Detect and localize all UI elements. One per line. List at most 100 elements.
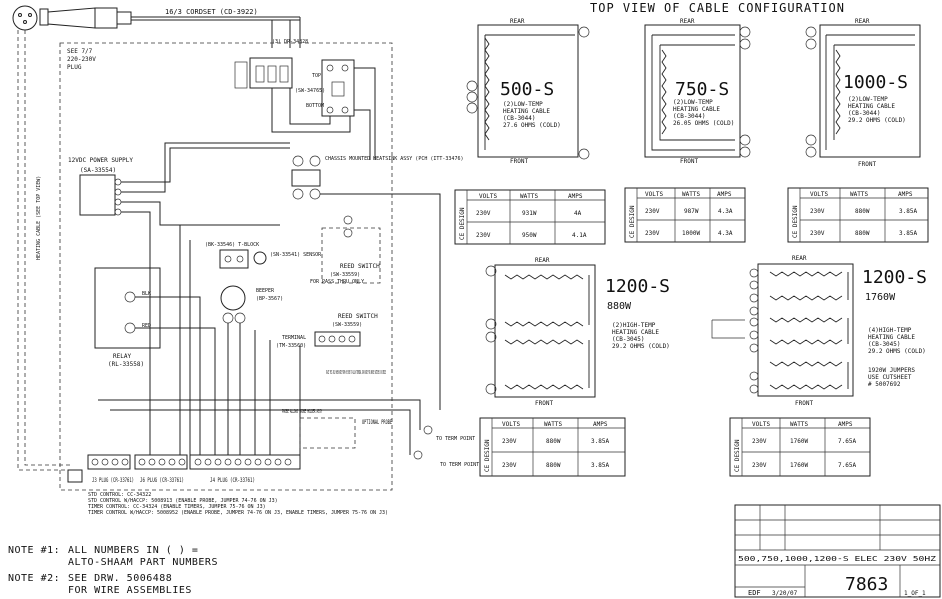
power-supply-part: (SA-33554) (80, 167, 116, 174)
t1200a-r1c1: 880W (546, 462, 561, 469)
switch-top-label: TOP (312, 73, 321, 79)
t1200b-r0c1: 1760W (790, 438, 808, 445)
t1200a-side: CE DESIGN (484, 439, 491, 472)
t750-h1: WATTS (682, 191, 700, 198)
beeper-part: (BP-3567) (256, 296, 283, 302)
m1200b-front: FRONT (795, 400, 813, 407)
reed-pass-part: (SW-33559) (330, 272, 360, 278)
table-1200s-1760w: CE DESIGN VOLTS WATTS AMPS 230V 1760W 7.… (729, 417, 871, 477)
t-block-label: (BK-33546) T-BLOCK (205, 242, 259, 248)
reed-switch-pass: REED SWITCH (SW-33559) FOR PASS THRU ONL… (310, 215, 381, 285)
m750-d4: 26.05 OHMS (COLD) (673, 120, 734, 127)
m1200b-d2: HEATING CABLE (868, 334, 915, 341)
m1200b-d3: (CB-3045) (868, 341, 901, 348)
m750-d3: (CB-3044) (673, 113, 706, 120)
terminal-block: TERMINAL (TM-33560) PLACE THIS ONLY WHEN… (276, 331, 386, 376)
chassis-heatsink: CHASSIS MOUNTED HEATSINK ASSY (PCH (ITT-… (291, 155, 463, 200)
m1200b-name: 1200-S (862, 267, 927, 288)
t500-r0c1: 931W (522, 210, 537, 217)
power-plug (12, 5, 132, 31)
t1200a-h2: AMPS (593, 421, 608, 428)
t750-r0c1: 987W (684, 208, 699, 215)
t500-h2: AMPS (568, 193, 583, 200)
m1200a-d4: 29.2 OHMS (COLD) (612, 343, 670, 350)
t1000-r1c2: 3.85A (899, 230, 917, 237)
m500-name: 500-S (500, 79, 554, 100)
m1200a-name: 1200-S (605, 276, 670, 297)
m1200b-d1: (4)HIGH-TEMP (868, 327, 912, 334)
power-supply: 12VDC POWER SUPPLY (SA-33554) (68, 157, 133, 216)
plug-label: PLUG (67, 64, 82, 71)
t500-side: CE DESIGN (459, 207, 466, 240)
m500-front: FRONT (510, 158, 528, 165)
cordset-label: 16/3 CORDSET (CD-3922) (165, 8, 258, 16)
t1000-h2: AMPS (898, 191, 913, 198)
relay-blk-label: BLK (142, 291, 151, 297)
m500-rear: REAR (510, 18, 525, 25)
note2-line2: FOR WIRE ASSEMBLIES (68, 585, 192, 596)
m750-d2: HEATING CABLE (673, 106, 720, 113)
std-haccp-note: STD CONTROL W/HACCP: 5008913 (ENABLE PRO… (88, 498, 278, 504)
t1200a-r1c0: 230V (502, 462, 517, 469)
t1200a-r1c2: 3.85A (591, 462, 609, 469)
std-control-note: STD CONTROL: CC-34322 (88, 492, 151, 498)
sensor: (SN-33541) SENSOR (253, 251, 322, 265)
t750-r0c2: 4.3A (718, 208, 733, 215)
t1000-r0c2: 3.85A (899, 208, 917, 215)
t1000-r0c1: 880W (855, 208, 870, 215)
m750-d1: (2)LOW-TEMP (673, 99, 713, 106)
probe-note: PROBE ALLOWS PROBE HOLDER ASSY (282, 409, 322, 415)
t750-h2: AMPS (717, 191, 732, 198)
see-note-label: SEE 7/7 (67, 48, 93, 55)
wire-note: PLACE THIS ONLY WHEN WIRE FROM #3 EVEN T… (326, 370, 386, 376)
connector-block (234, 57, 293, 89)
relay-label: RELAY (113, 353, 131, 360)
t1200b-h2: AMPS (838, 421, 853, 428)
t1000-h0: VOLTS (810, 191, 828, 198)
relay-red-label: RED (142, 323, 151, 329)
switch-part-label: (SW-34765) (295, 88, 325, 94)
terminal-label: TERMINAL (282, 335, 306, 341)
note2-line1: SEE DRW. 5006488 (68, 573, 172, 584)
chassis-label: CHASSIS MOUNTED HEATSINK ASSY (PCH (ITT-… (325, 156, 463, 162)
side-cable-label: HEATING CABLE (SEE TOP VIEW) (36, 176, 42, 260)
t750-h0: VOLTS (645, 191, 663, 198)
j6-label: J6 PLUG (CR-33761) (140, 477, 184, 484)
title-block-sheet: 1_OF_1 (904, 590, 926, 597)
diagram-title: TOP VIEW OF CABLE CONFIGURATION (590, 1, 845, 15)
beeper-label: BEEPER (256, 288, 275, 294)
j4-label: J4 PLUG (CR-33761) (210, 477, 255, 484)
title-block-number: 7863 (845, 574, 888, 595)
table-500s: CE DESIGN VOLTS WATTS AMPS 230V 931W 4A … (454, 189, 606, 245)
t750-side: CE DESIGN (629, 205, 636, 238)
m1200b-j2: USE CUTSHEET (868, 374, 912, 381)
m1200a-d3: (CB-3045) (612, 336, 645, 343)
t1000-r1c0: 230V (810, 230, 825, 237)
t-block: (BK-33546) T-BLOCK (205, 242, 259, 269)
t500-h0: VOLTS (479, 193, 497, 200)
m500-d3: (CB-3044) (503, 115, 536, 122)
sensor-label: (SN-33541) SENSOR (270, 252, 322, 258)
relay-part: (RL-33558) (108, 361, 144, 368)
to-term-point-1: TO TERM POINT (436, 436, 475, 442)
t500-r1c2: 4.1A (572, 232, 587, 239)
m500-d2: HEATING CABLE (503, 108, 550, 115)
t1000-r0c0: 230V (810, 208, 825, 215)
t1200b-h0: VOLTS (752, 421, 770, 428)
reed-pass-label: REED SWITCH (340, 263, 380, 270)
table-1200s-880w: CE DESIGN VOLTS WATTS AMPS 230V 880W 3.8… (479, 417, 626, 477)
t1200a-r0c0: 230V (502, 438, 517, 445)
m1000-d3: (CB-3044) (848, 110, 881, 117)
connector-j6: J6 PLUG (CR-33761) (134, 454, 188, 484)
timer-haccp-note: TIMER CONTROL W/HACCP: 5008952 (ENABLE P… (88, 510, 388, 516)
t1200b-r1c2: 7.65A (838, 462, 856, 469)
voltage-label: 220-230V (67, 56, 96, 63)
optional-probe: PROBE ALLOWS PROBE HOLDER ASSY OPTIONAL … (282, 409, 392, 449)
t1200b-r1c1: 1760W (790, 462, 808, 469)
optional-probe-label: OPTIONAL PROBE (362, 419, 392, 426)
t1000-side: CE DESIGN (792, 205, 799, 238)
title-block: 500,750,1000,1200-S ELEC 230V 50HZ EDF 3… (734, 504, 941, 598)
m1200a-rear: REAR (535, 257, 550, 264)
t1200a-h1: WATTS (544, 421, 562, 428)
t750-r0c0: 230V (645, 208, 660, 215)
